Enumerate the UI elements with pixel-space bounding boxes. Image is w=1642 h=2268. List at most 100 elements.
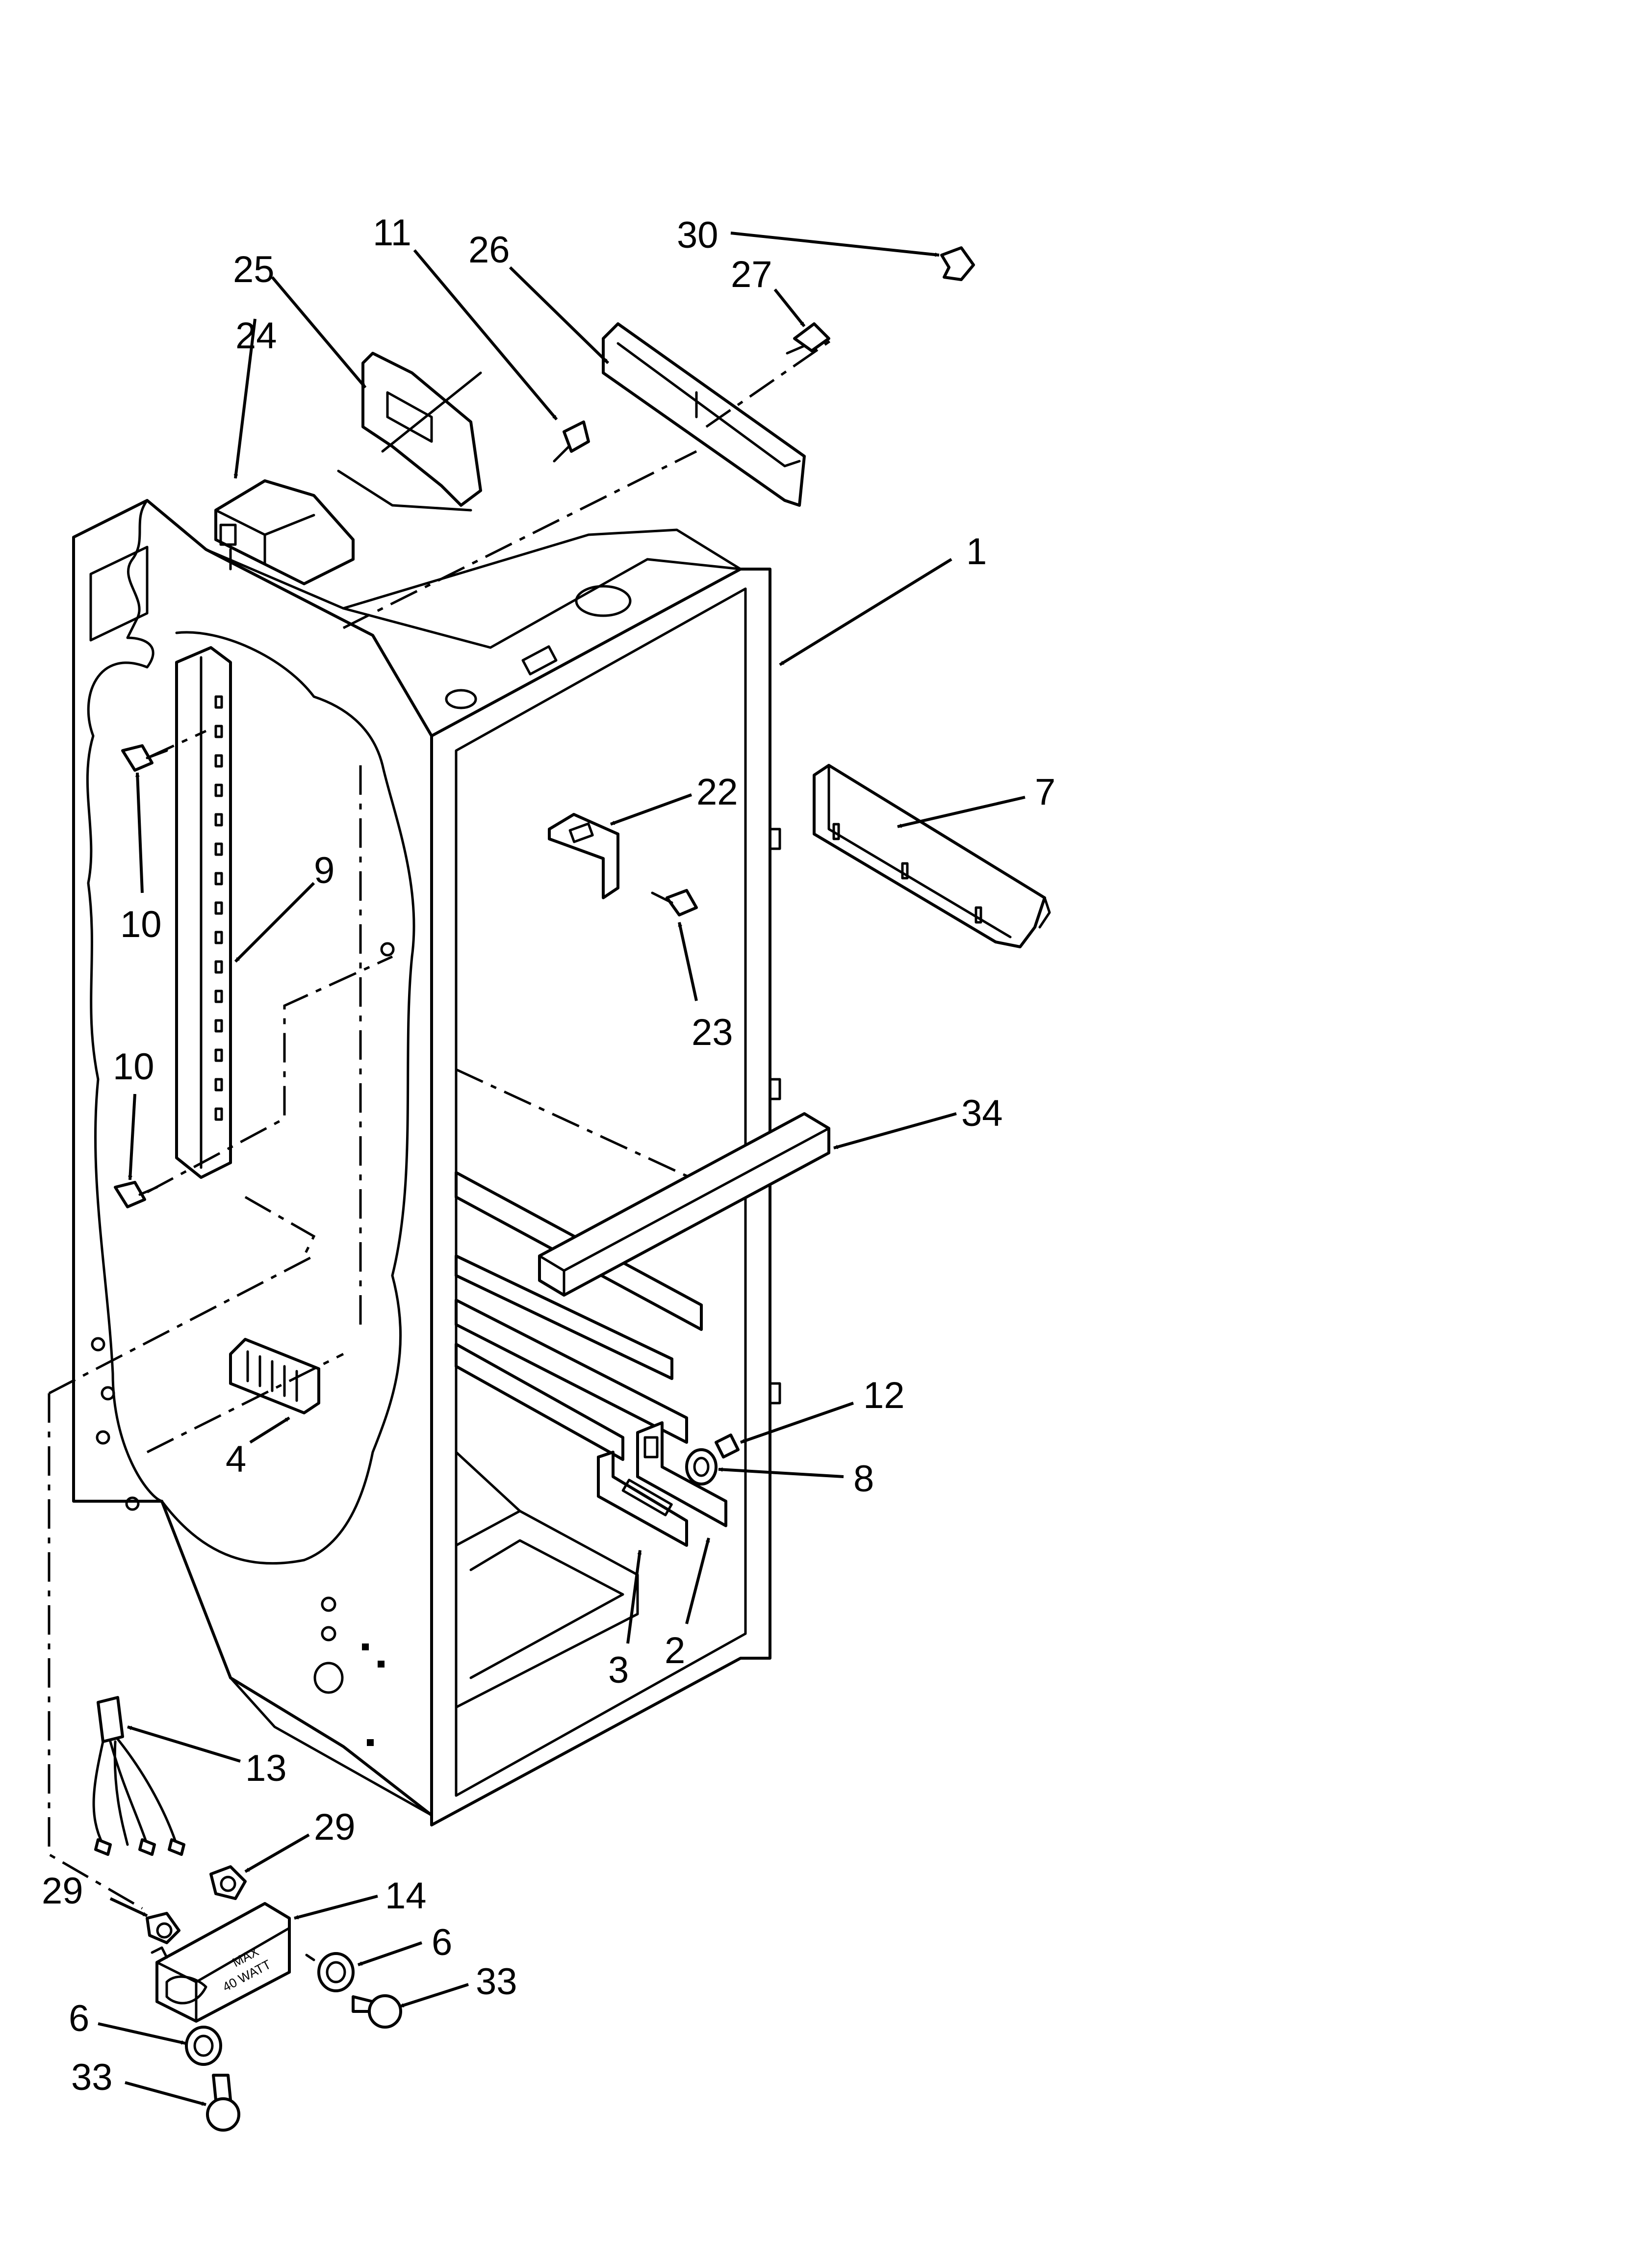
leader-6a — [358, 1941, 422, 1966]
callout-10-top: 10 — [120, 904, 162, 945]
leader-3 — [626, 1550, 642, 1644]
leader-33a — [399, 1983, 469, 2008]
part-7-trim-channel — [813, 764, 1051, 948]
part-23-screw — [651, 889, 698, 916]
callout-22: 22 — [696, 771, 738, 813]
vent-dash — [146, 1353, 344, 1454]
part-6-socket-left — [185, 2026, 222, 2066]
callout-34: 34 — [961, 1093, 1003, 1134]
part-24-control-housing — [214, 479, 355, 585]
callout-3: 3 — [608, 1649, 629, 1691]
part-11-screw — [553, 420, 590, 463]
part-33-bulb-right — [352, 1994, 402, 2029]
leader-9 — [234, 882, 315, 963]
liner-bottom-plate — [229, 1676, 433, 1817]
leader-6b — [98, 2022, 186, 2045]
leader-29b — [109, 1897, 148, 1917]
callout-27: 27 — [731, 254, 772, 295]
callout-29-right: 29 — [314, 1806, 356, 1848]
leader-4 — [249, 1416, 290, 1444]
part-27-screw — [786, 322, 830, 355]
leader-lines — [98, 232, 1026, 2106]
callout-6-left: 6 — [69, 1998, 89, 2039]
leader-34 — [833, 1112, 957, 1149]
side-hole-2 — [101, 1386, 115, 1401]
part-34-support-bar — [538, 1112, 830, 1297]
callout-24: 24 — [235, 315, 277, 357]
side-dot-3 — [367, 1739, 374, 1746]
side-dot-1 — [362, 1643, 369, 1650]
callout-6-right: 6 — [432, 1922, 452, 1963]
screw10-bottom-dash — [244, 1196, 316, 1257]
lower-left-dash — [48, 1254, 315, 1910]
leader-22 — [610, 793, 693, 826]
part-33-bulb-left — [206, 2074, 240, 2132]
cabinet-liner — [72, 450, 781, 1826]
side-hole-6 — [321, 1626, 336, 1642]
leader-33b — [125, 2081, 206, 2106]
side-dot-2 — [378, 1661, 385, 1668]
callout-1: 1 — [966, 531, 987, 573]
liner-shelf-dash — [455, 1068, 712, 1189]
callout-4: 4 — [226, 1438, 246, 1480]
part-3-plate — [597, 1451, 688, 1547]
leader-10a — [135, 772, 144, 893]
part-29-clip-left — [146, 1912, 180, 1944]
frame-tab-1 — [769, 828, 781, 850]
callout-10-bottom: 10 — [113, 1046, 154, 1088]
part-26-top-channel — [602, 322, 806, 507]
leader-8 — [718, 1467, 844, 1478]
leader-7 — [897, 796, 1026, 828]
shelf-rail-3 — [455, 1299, 688, 1444]
callout-9: 9 — [314, 850, 334, 891]
rail-screw-dash-bottom — [146, 955, 393, 1194]
part-8-cam — [685, 1448, 718, 1486]
callout-33-right: 33 — [476, 1961, 517, 2003]
liner-top-surface — [205, 548, 742, 649]
callout-7: 7 — [1035, 771, 1055, 813]
leader-27 — [773, 288, 806, 327]
callout-11: 11 — [373, 212, 411, 254]
callout-23: 23 — [692, 1012, 733, 1053]
part-10-screw-bottom — [114, 1181, 158, 1208]
leader-12 — [740, 1402, 854, 1444]
side-hole-4 — [125, 1496, 140, 1511]
part-4-vent-grille — [229, 1338, 320, 1414]
callout-25: 25 — [233, 249, 275, 290]
callout-numbers: 1 2 3 4 6 6 7 8 9 10 10 11 12 13 14 22 2… — [42, 212, 1055, 2098]
leader-11 — [413, 249, 558, 420]
channel-dash — [705, 337, 835, 428]
callout-12: 12 — [863, 1375, 905, 1416]
leader-14 — [294, 1895, 378, 1920]
liner-bottom-drawer-inner — [469, 1539, 624, 1679]
liner-cutaway-outline — [86, 499, 415, 1565]
liner-left-wall — [72, 499, 433, 1817]
leader-30 — [730, 232, 940, 257]
leader-1 — [779, 558, 952, 666]
top-square-hole — [521, 645, 558, 676]
leader-13 — [127, 1725, 241, 1763]
callout-8: 8 — [853, 1458, 874, 1500]
side-hole-3 — [96, 1430, 110, 1445]
callout-30: 30 — [677, 214, 718, 256]
part-30-clip — [940, 246, 975, 281]
leader-24 — [233, 318, 257, 479]
callout-13: 13 — [245, 1747, 287, 1789]
frame-tab-2 — [769, 1078, 781, 1100]
leader-29a — [244, 1833, 310, 1873]
callout-2: 2 — [665, 1630, 685, 1671]
part-29-clip-right — [209, 1865, 247, 1900]
shelf-rail-4 — [455, 1343, 624, 1461]
side-hole-5 — [321, 1596, 336, 1612]
frame-tab-3 — [769, 1382, 781, 1405]
leader-25 — [271, 276, 367, 389]
callout-29-left: 29 — [42, 1870, 83, 1912]
callout-14: 14 — [385, 1875, 427, 1917]
leader-23 — [678, 922, 698, 1001]
leader-2 — [685, 1538, 710, 1624]
top-hole-2 — [445, 689, 477, 709]
liner-corner-box — [89, 546, 149, 642]
part-25-control-bracket — [337, 352, 482, 512]
side-hole-7 — [313, 1662, 344, 1694]
liner-top-back-edge — [342, 528, 742, 610]
